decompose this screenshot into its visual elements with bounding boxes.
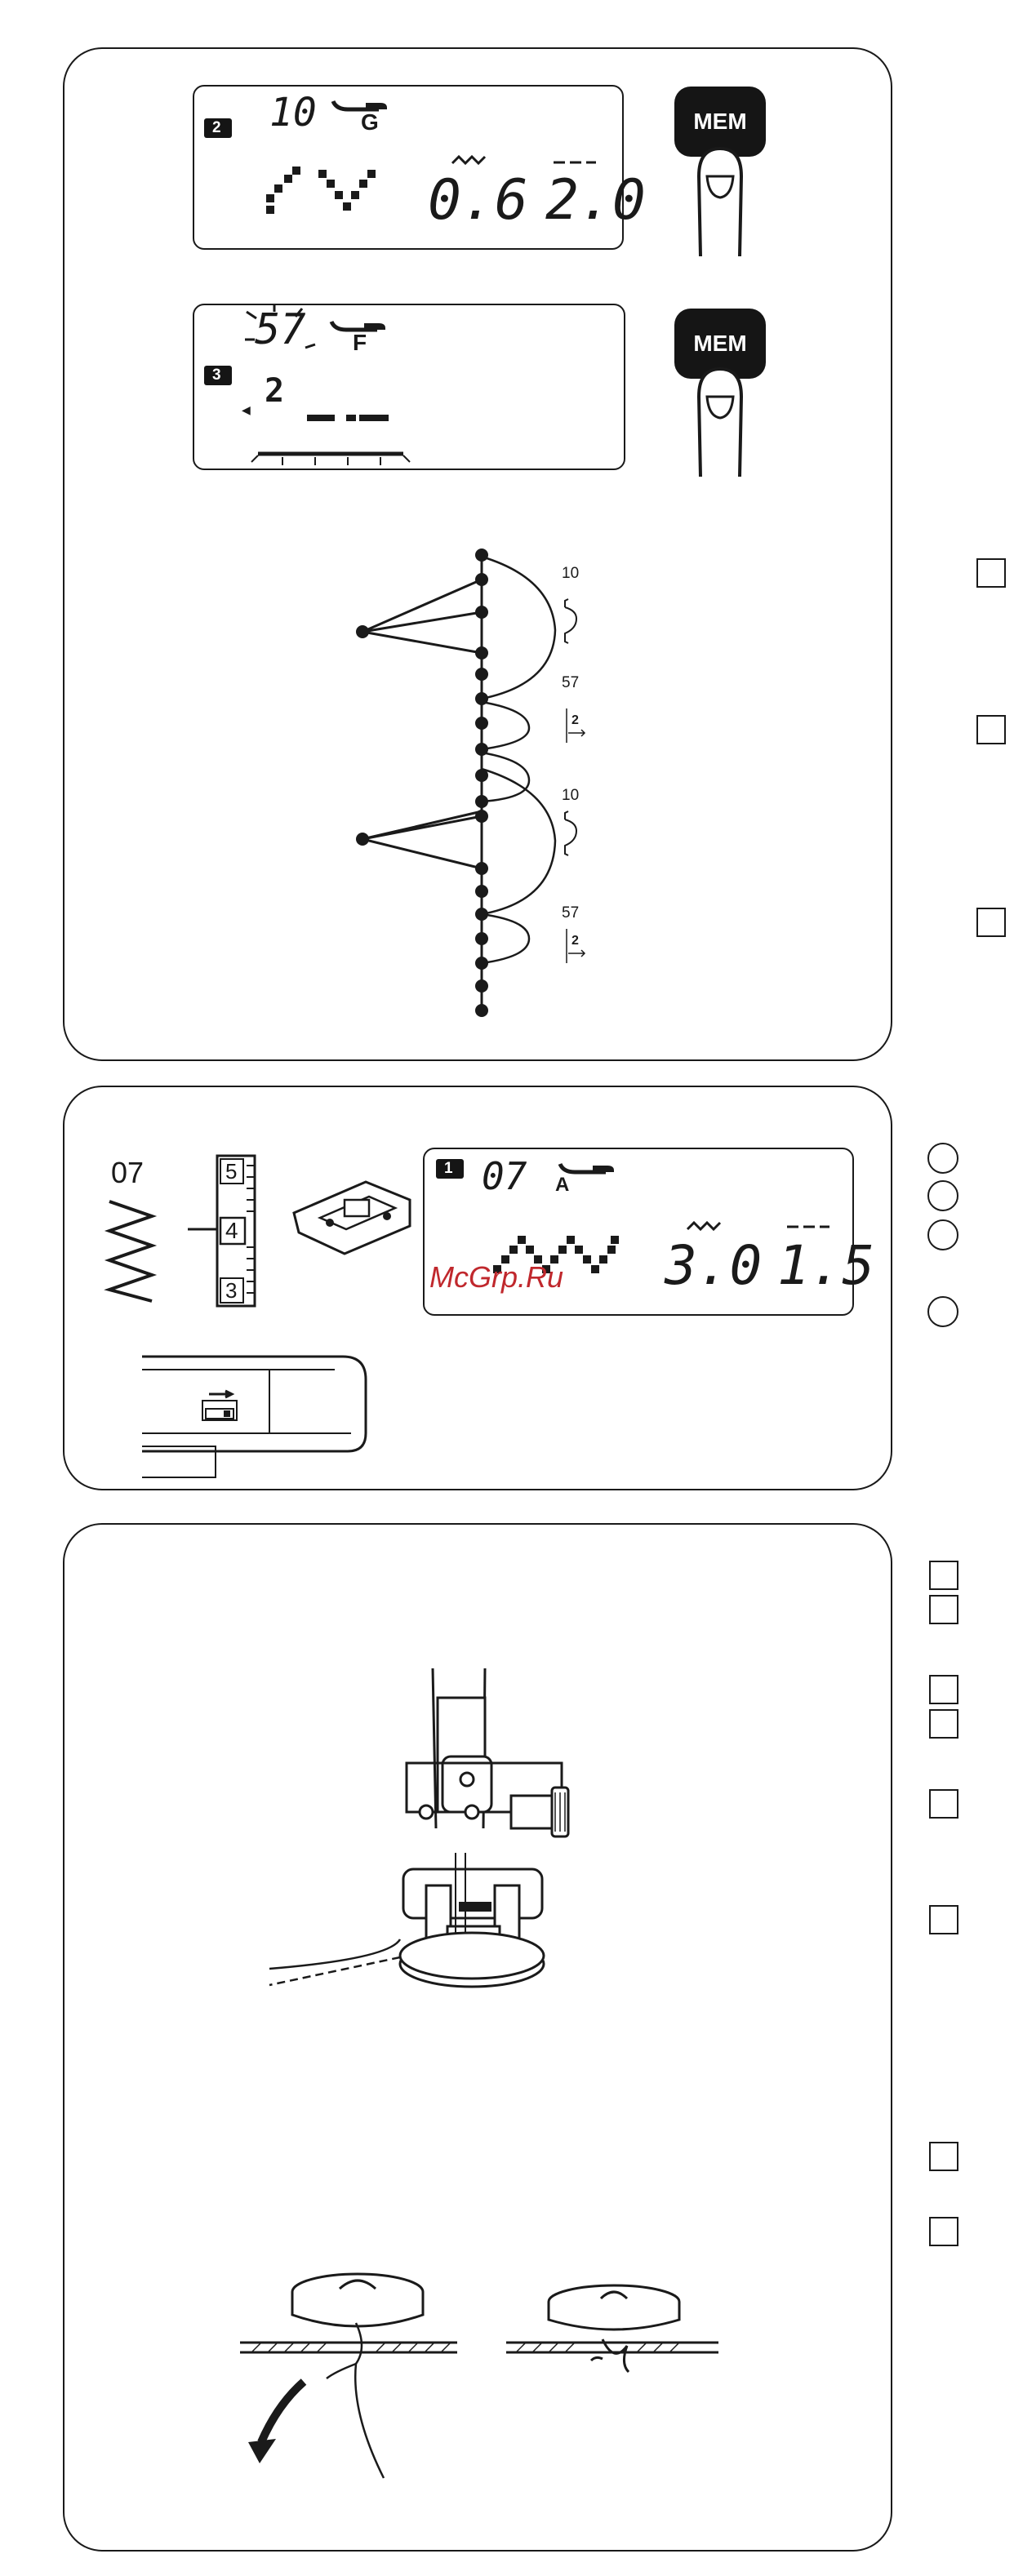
radio-button[interactable] (927, 1143, 958, 1174)
stitch-length-value: 1.5 (777, 1234, 874, 1297)
dial-number: 3 (225, 1278, 237, 1304)
foot-letter: F (353, 330, 367, 356)
diagram-label-pattern: 57 (562, 904, 579, 922)
zigzag-stitch-icon (106, 1198, 155, 1303)
radio-button[interactable] (927, 1219, 958, 1250)
memory-slot-icon: 3 (204, 366, 232, 385)
checkbox[interactable] (929, 1595, 958, 1624)
blink-marks (242, 304, 340, 361)
diagram-label-pattern: 57 (562, 674, 579, 692)
button-thread-wrapping-illustration (237, 2250, 727, 2494)
stitch-width-value: 3.0 (665, 1234, 762, 1297)
pattern-number: 10 (269, 90, 317, 135)
foot-letter: G (361, 109, 379, 135)
button-sewing-foot-illustration (266, 1665, 609, 2008)
stitch-width-value: 0.6 (428, 168, 528, 233)
checkbox[interactable] (929, 1561, 958, 1590)
checkbox[interactable] (929, 1905, 958, 1934)
dial-number: 4 (225, 1218, 238, 1244)
radio-button[interactable] (927, 1180, 958, 1211)
stitch-length-value: 2.0 (545, 168, 646, 233)
pattern-number-label: 07 (111, 1156, 144, 1190)
diagram-sublabel: 2 (571, 934, 579, 948)
stitch-preview (304, 413, 394, 423)
checkbox[interactable] (976, 558, 1006, 588)
watermark: McGrp.Ru (429, 1260, 563, 1295)
finger-icon (691, 144, 749, 258)
memory-slot-icon: 2 (204, 118, 232, 138)
diagram-label-pattern: 10 (562, 565, 579, 583)
presser-foot-icon (331, 96, 389, 121)
checkbox[interactable] (976, 908, 1006, 937)
diagram-label-pattern: 10 (562, 787, 579, 805)
stitch-preview-number: 2 (265, 372, 284, 410)
cursor-arrow: ◀ (242, 403, 251, 417)
pattern-number: 07 (482, 1154, 527, 1198)
foot-letter: A (555, 1174, 569, 1197)
memory-slot-icon: 1 (436, 1159, 464, 1179)
length-icon (785, 1224, 831, 1229)
checkbox[interactable] (929, 2142, 958, 2171)
stitch-sequence-diagram (343, 539, 604, 1028)
presser-foot-illustration (287, 1175, 418, 1257)
feed-dog-lever-illustration (139, 1352, 376, 1482)
checkbox[interactable] (976, 715, 1006, 744)
checkbox[interactable] (929, 1709, 958, 1739)
width-icon (451, 153, 487, 167)
radio-button[interactable] (927, 1296, 958, 1327)
width-icon (686, 1219, 722, 1232)
diagram-sublabel: 2 (571, 713, 579, 728)
finger-icon (691, 364, 749, 478)
length-icon (552, 160, 598, 165)
checkbox[interactable] (929, 2217, 958, 2246)
checkbox[interactable] (929, 1675, 958, 1704)
dial-number: 5 (225, 1159, 237, 1184)
progress-scale (250, 444, 413, 469)
checkbox[interactable] (929, 1789, 958, 1819)
stitch-pattern-preview (261, 163, 392, 229)
